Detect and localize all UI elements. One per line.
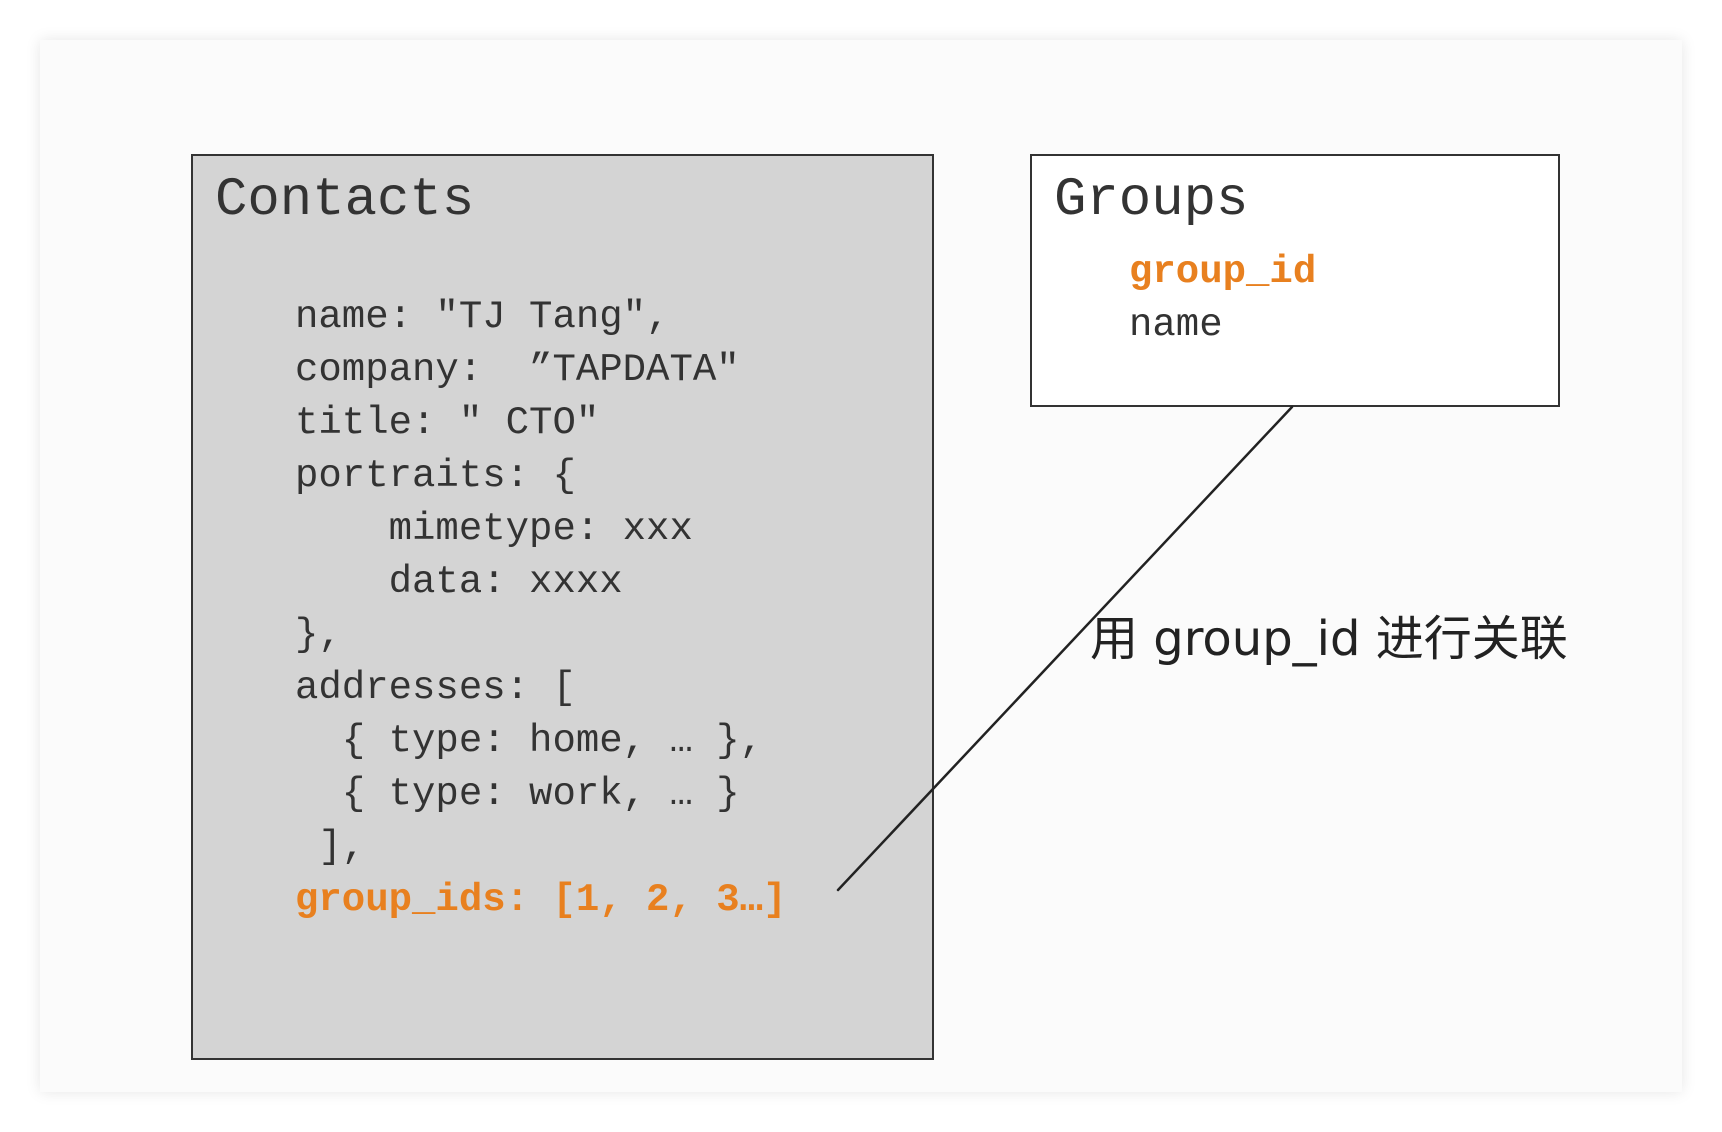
groups-collection-box: Groups group_id name: [1030, 154, 1560, 407]
contacts-document: name: "TJ Tang", company: ”TAPDATA" titl…: [295, 291, 786, 927]
field-portraits-open: portraits: {: [295, 454, 576, 498]
field-portraits-mimetype: mimetype: xxx: [295, 507, 693, 551]
field-group-ids: group_ids: [1, 2, 3…]: [295, 878, 787, 922]
groups-fields: group_id name: [1129, 246, 1316, 352]
field-address-work: { type: work, … }: [295, 772, 740, 816]
field-portraits-data: data: xxxx: [295, 560, 623, 604]
groups-field-name: name: [1129, 303, 1223, 347]
field-portraits-close: },: [295, 613, 342, 657]
field-name: name: "TJ Tang",: [295, 295, 670, 339]
groups-field-group-id: group_id: [1129, 250, 1317, 294]
relation-label: 用 group_id 进行关联: [1090, 611, 1568, 667]
field-address-home: { type: home, … },: [295, 719, 764, 763]
contacts-title: Contacts: [215, 170, 475, 231]
field-addresses-close: ],: [295, 825, 366, 869]
groups-title: Groups: [1054, 170, 1249, 231]
field-title: title: " CTO": [295, 401, 600, 445]
contacts-collection-box: Contacts name: "TJ Tang", company: ”TAPD…: [191, 154, 934, 1060]
field-company: company: ”TAPDATA": [295, 348, 740, 392]
field-addresses-open: addresses: [: [295, 666, 576, 710]
